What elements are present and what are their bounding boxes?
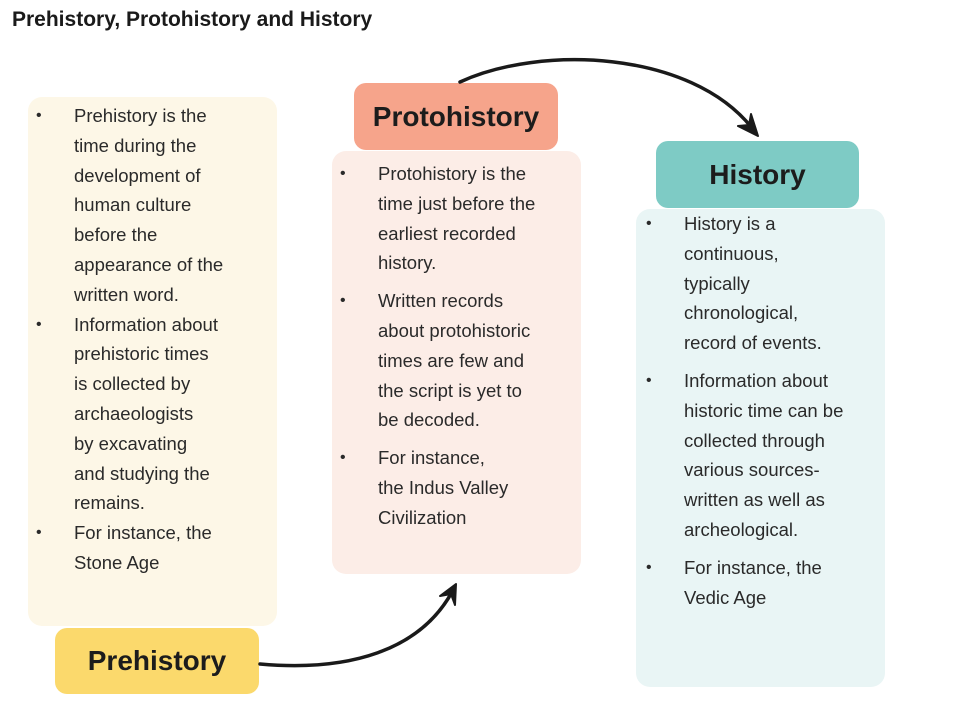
history-point-2: • Information about historic time can be…: [644, 366, 885, 545]
prehistory-points: • Prehistory is the time during the deve…: [34, 101, 277, 578]
bullet-icon: •: [340, 292, 346, 310]
prehistory-label: Prehistory: [55, 628, 259, 694]
bullet-icon: •: [646, 558, 652, 576]
bullet-icon: •: [36, 524, 42, 542]
protohistory-point-1: • Protohistory is the time just before t…: [338, 159, 581, 278]
prehistory-content-box: • Prehistory is the time during the deve…: [28, 97, 277, 626]
prehistory-point-1: • Prehistory is the time during the deve…: [34, 101, 277, 310]
bullet-icon: •: [340, 165, 346, 182]
history-point-3: • For instance, the Vedic Age: [644, 553, 885, 613]
protohistory-label: Protohistory: [354, 83, 558, 150]
arrow-protohistory-to-history-icon: [458, 58, 759, 137]
history-content-box: • History is a continuous, typically chr…: [636, 209, 885, 687]
protohistory-points: • Protohistory is the time just before t…: [338, 159, 581, 533]
bullet-icon: •: [36, 107, 42, 124]
diagram-title: Prehistory, Protohistory and History: [12, 8, 373, 31]
history-label: History: [656, 141, 859, 208]
bullet-icon: •: [646, 371, 652, 389]
bullet-icon: •: [340, 449, 346, 467]
history-point-1: • History is a continuous, typically chr…: [644, 209, 885, 358]
prehistory-point-2: • Information about prehistoric times is…: [34, 310, 277, 519]
protohistory-content-box: • Protohistory is the time just before t…: [332, 151, 581, 574]
history-points: • History is a continuous, typically chr…: [644, 209, 885, 612]
protohistory-point-3: • For instance, the Indus Valley Civiliz…: [338, 443, 581, 532]
arrow-prehistory-to-protohistory-icon: [258, 583, 457, 668]
bullet-icon: •: [646, 215, 652, 232]
protohistory-point-2: • Written records about protohistoric ti…: [338, 286, 581, 435]
prehistory-point-3: • For instance, the Stone Age: [34, 518, 277, 578]
bullet-icon: •: [36, 315, 42, 333]
